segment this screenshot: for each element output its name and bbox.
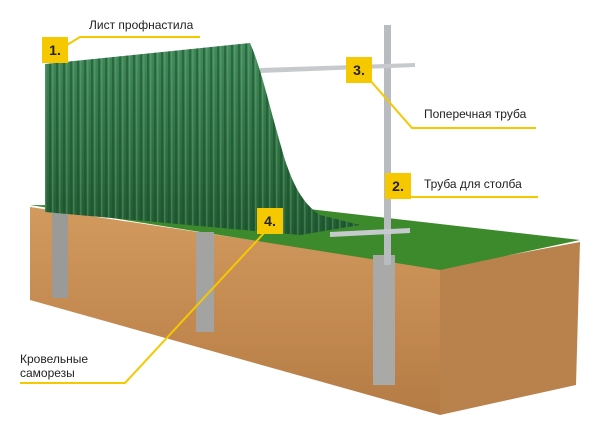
post-middle — [196, 232, 214, 332]
crossbar-pipe-bottom — [330, 228, 410, 237]
badge-2: 2. — [385, 173, 411, 199]
label-sheet: Лист профнастила — [89, 18, 194, 32]
post-left — [52, 208, 68, 298]
crossbar-pipe — [260, 63, 415, 73]
label-screws-line2: саморезы — [20, 366, 75, 380]
soil-front — [30, 207, 440, 415]
label-crossbar: Поперечная труба — [424, 107, 527, 121]
post-right-concrete — [373, 255, 395, 385]
label-post: Труба для столба — [424, 177, 522, 191]
label-screws-line1: Кровельные — [20, 352, 89, 366]
post-pipe — [384, 25, 391, 265]
sheet-ribs — [45, 43, 360, 235]
badge-1: 1. — [42, 37, 68, 63]
leader-lines — [20, 36, 538, 384]
badge-4: 4. — [257, 208, 283, 234]
badge-3: 3. — [346, 57, 372, 83]
soil-side — [440, 242, 580, 415]
